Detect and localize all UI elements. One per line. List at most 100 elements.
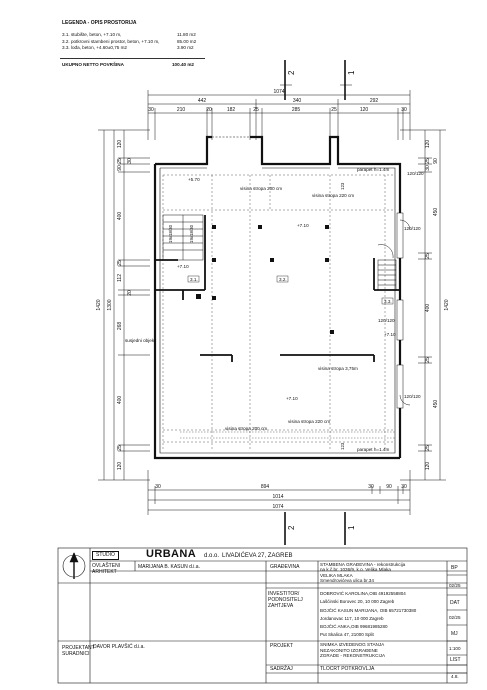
building-label: GRAĐEVINA [270, 564, 300, 570]
right-col-cell: LIST [450, 657, 461, 663]
studio-label: STUDIO [92, 551, 119, 560]
building-info: STAMBENA GRAĐEVINA - rekonstrukcija na k… [320, 562, 405, 584]
dim-label: 30 [155, 484, 161, 490]
project-label: PROJEKT [270, 643, 294, 649]
dim-label: 450 [433, 208, 439, 217]
dim-label: 292 [370, 98, 379, 104]
dim-label: 210 [177, 107, 186, 113]
window-label: 120/120 [378, 318, 395, 323]
designer-label-line: PROJEKTANT [62, 645, 95, 651]
right-col-cell: BP [451, 565, 458, 571]
project-line: NEZAKONITO IZGRAĐENE [320, 647, 378, 653]
right-col-cell: 02/25 [449, 583, 461, 588]
level-label: +7.10 [384, 332, 396, 337]
dim-label: 30 [127, 158, 133, 164]
section-label: 1 [347, 70, 356, 75]
investor-line: BOJČIĆ ANKA,OIB 99681985280 [320, 624, 388, 630]
dim-label: 1074 [272, 504, 283, 510]
right-col-cell: DAT [450, 600, 460, 606]
level-label: +7.10 [286, 396, 298, 401]
dim-label: 442 [198, 98, 207, 104]
investor-label-line: PODNOSITELJ [268, 597, 303, 603]
firm-suffix: d.o.o. [204, 553, 220, 559]
dim-label: 20 [127, 290, 133, 296]
dim-label: 25 [331, 107, 337, 113]
content-label: SADRŽAJ [270, 666, 293, 672]
dim-label: 1074 [273, 89, 284, 95]
legend-divider [60, 58, 205, 59]
section-label: 2 [287, 70, 296, 75]
dim-label: 90 [386, 484, 392, 490]
dim-label: 1014 [272, 494, 283, 500]
investor-label-line: INVESTITOR/ [268, 591, 300, 597]
dim-label: 90 [433, 158, 439, 164]
investor-info: DOBROVIĆ KAROLINA,OIB 49192558804 Lašćin… [320, 590, 416, 640]
dim-label: 400 [425, 304, 431, 313]
dim-label: 450 [433, 400, 439, 409]
legend-row-area: 3.90 m2 [177, 45, 194, 50]
parapet-label: parapet h=1.4m [357, 167, 389, 172]
right-col-cell: MJ [451, 631, 458, 637]
dim-label: 120 [117, 462, 123, 471]
dim-label: 25 [117, 260, 123, 266]
room-tag: 3.1. [190, 277, 198, 282]
dim-label: 285 [292, 107, 301, 113]
legend-row-label: 3.2. potkrovni stambeni prostor, beton, … [62, 39, 160, 44]
project-info: SNIMKA IZVEDENOG STANJA NEZAKONITO IZGRA… [320, 642, 385, 659]
right-col-cell: 02/25 [449, 615, 461, 620]
dim-label: 120 [425, 140, 431, 149]
room-tag: 3.3. [384, 299, 392, 304]
dim-label: 268 [117, 322, 123, 331]
legend-total-label: UKUPNO NETTO POVRŠINA [62, 62, 124, 67]
dim-label: 120 [425, 462, 431, 471]
project-line: SNIMKA IZVEDENOG STANJA [320, 642, 385, 647]
investor-label-line: ZAHTJEVA [268, 603, 294, 609]
dim-label: 25 [425, 158, 431, 164]
ceiling-height-label: visina stropa 200 cm [240, 186, 282, 191]
dim-label: 30 [401, 107, 407, 113]
window-label: 120/120 [407, 171, 424, 176]
parapet-label: parapet h=1.4m [357, 447, 389, 452]
investor-label: INVESTITOR/ PODNOSITELJ ZAHTJEVA [268, 591, 303, 609]
dim-label: 340 [293, 98, 302, 104]
roof-slope-lines [162, 174, 395, 450]
dim-label: 123 [340, 442, 345, 450]
investor-line: Jordanovac 117, 10 000 Zagreb [320, 615, 384, 621]
dim-label: 25 [253, 107, 259, 113]
firm-address: LIVADIĆEVA 27, ZAGREB [222, 553, 293, 559]
dim-label: 25 [425, 253, 431, 259]
dim-label: 120 [117, 140, 123, 149]
investor-line: DOBROVIĆ KAROLINA,OIB 49192558804 [320, 591, 406, 596]
legend-total-value: 100.40 m2 [172, 62, 194, 67]
dim-label: 1420 [444, 299, 450, 310]
dim-label: 25 [117, 158, 123, 164]
legend-row-area: 85.00 m2 [177, 39, 197, 44]
project-line: ZGRADE - REKONSTRUKCIJA [320, 653, 386, 659]
legend-title: LEGENDA - OPIS PROSTORIJA [62, 20, 137, 26]
right-col-cell: 4.8. [451, 674, 459, 679]
section-label: 2 [287, 525, 296, 530]
dim-label: 123 [340, 182, 345, 190]
dim-label: 25 [117, 445, 123, 451]
dim-label: 25 [425, 445, 431, 451]
exterior-walls [153, 135, 402, 460]
dim-label: 30 [401, 484, 407, 490]
dim-label: 20 [206, 107, 212, 113]
designer-name: DAVOR PLAVŠIĆ d.i.a. [93, 644, 145, 650]
structural-columns [196, 225, 334, 334]
legend-row-area: 11.80 m2 [177, 32, 196, 37]
dim-label: 894 [261, 484, 270, 490]
authorized-architect-name: MARIJANA B. KASUN d.i.a. [138, 564, 200, 570]
section-label: 1 [347, 525, 356, 530]
dim-label: 30 [148, 107, 154, 113]
window-label: 120/120 [404, 226, 421, 231]
legend-row-label: 3.1. stubište, beton, +7.10 m, [62, 32, 122, 37]
title-block-frame [57, 547, 468, 684]
dim-label: 182 [227, 107, 236, 113]
right-col-cell: 1:100 [449, 646, 461, 651]
firm-name: URBANA [146, 548, 197, 560]
window-label: 120/120 [404, 394, 421, 399]
building-line: Smendrovićeva ulica br.34 [320, 578, 374, 584]
stair-31 [162, 214, 204, 261]
investor-line: Lašćinski Borovec 20, 10 000 Zagreb [320, 599, 395, 605]
